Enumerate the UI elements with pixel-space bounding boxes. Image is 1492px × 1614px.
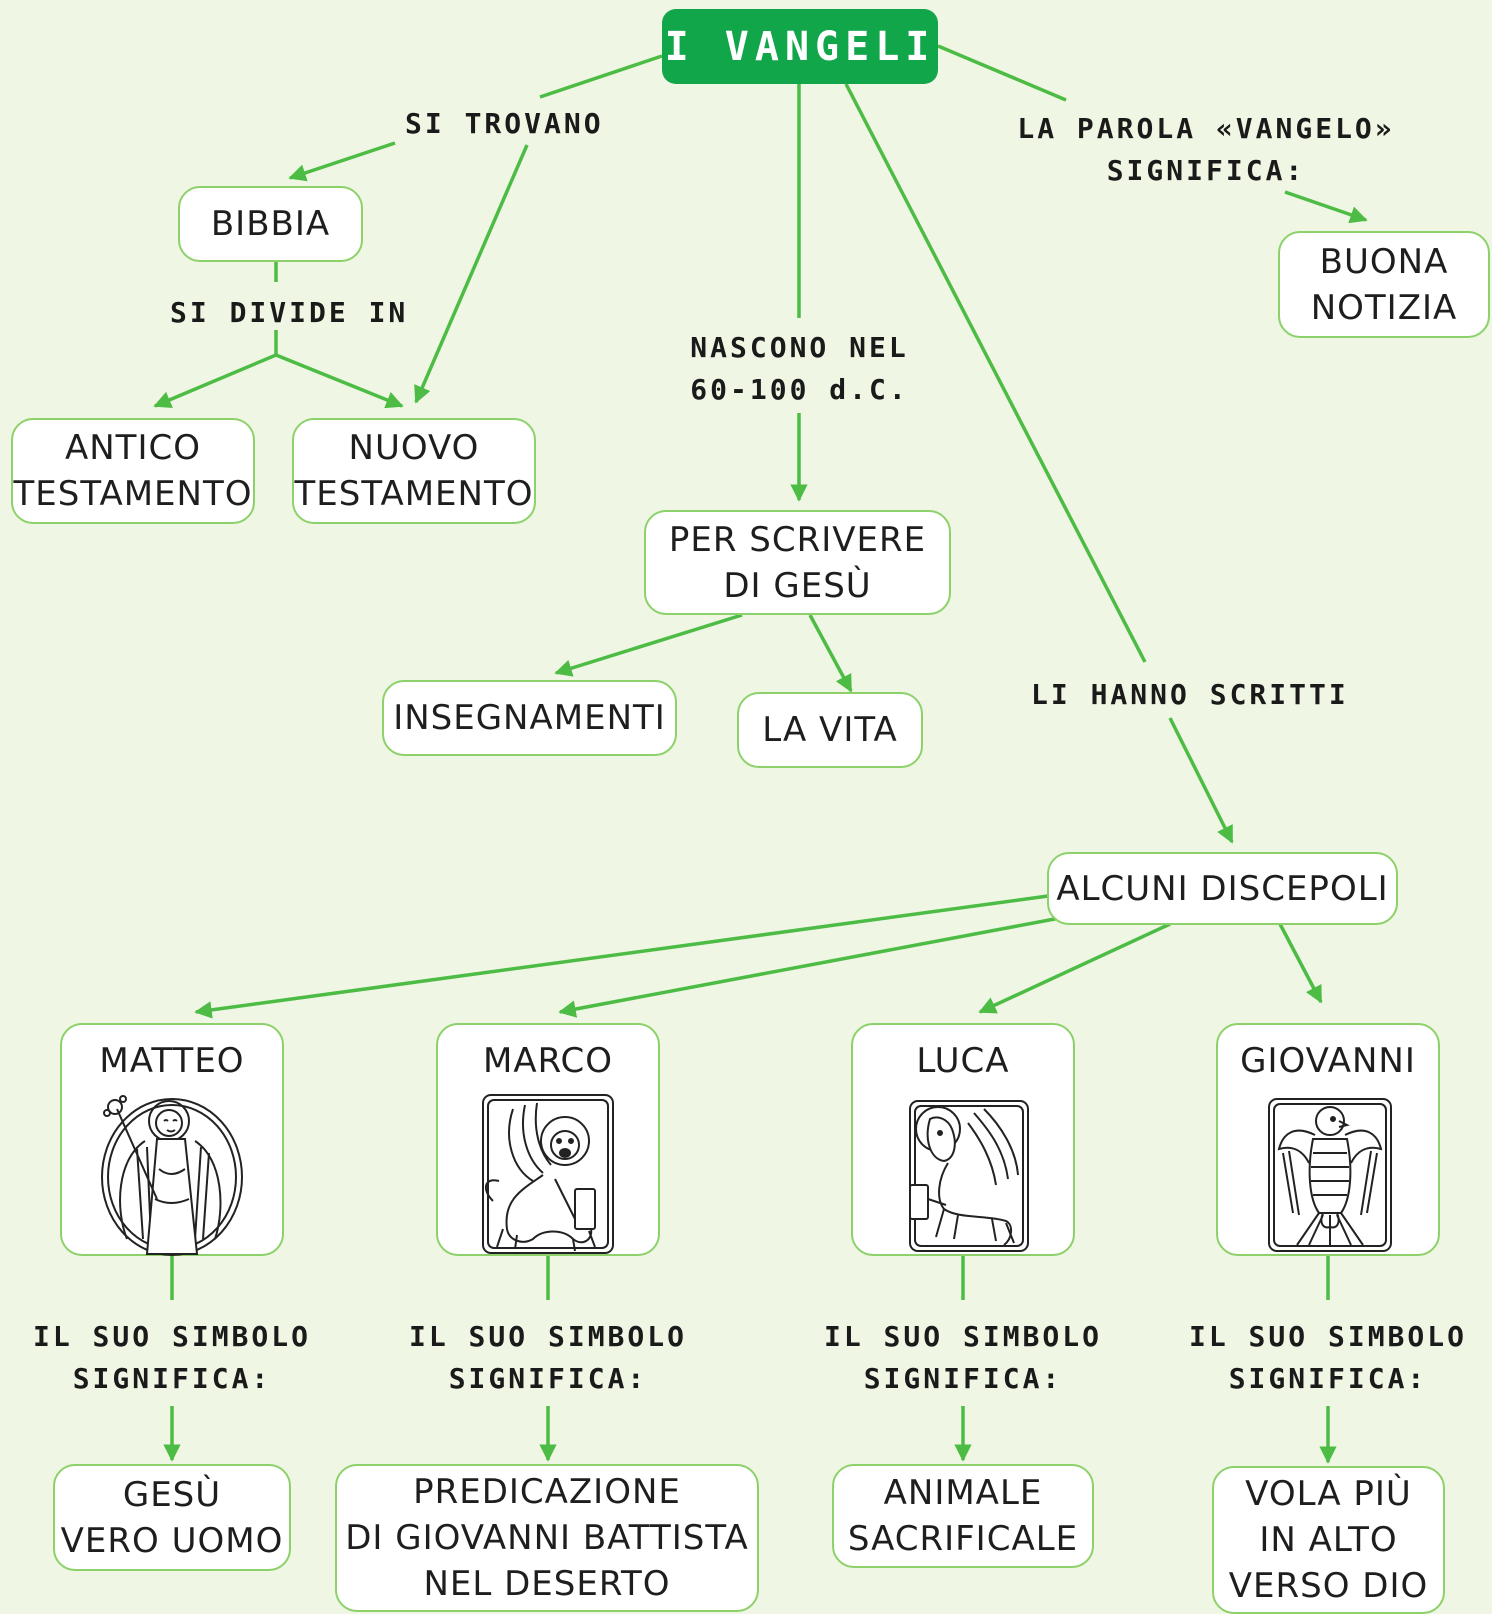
evangelist-name: GIOVANNI [1240,1041,1416,1081]
node-nuovo-testamento: NUOVO TESTAMENTO [292,418,536,524]
angel-icon [101,1095,243,1256]
label-li-hanno-scritti: LI HANNO SCRITTI [1031,678,1349,711]
label-simbolo-marco: IL SUO SIMBOLO SIGNIFICA: [408,1320,687,1395]
label-simbolo-luca: IL SUO SIMBOLO SIGNIFICA: [823,1320,1102,1395]
winged-ox-icon [909,1100,1029,1252]
label-simbolo-matteo: IL SUO SIMBOLO SIGNIFICA: [32,1320,311,1395]
evangelist-name: MARCO [482,1041,614,1081]
node-bibbia: BIBBIA [178,186,363,262]
meaning-marco: PREDICAZIONE DI GIOVANNI BATTISTA NEL DE… [335,1464,759,1612]
node-buona-notizia: BUONA NOTIZIA [1278,231,1490,338]
root-title: I VANGELI [662,9,938,84]
evangelist-card-matteo: MATTEO [60,1023,284,1256]
node-antico-testamento: ANTICO TESTAMENTO [11,418,255,524]
meaning-luca: ANIMALE SACRIFICALE [832,1464,1094,1568]
meaning-giovanni: VOLA PIÙ IN ALTO VERSO DIO [1212,1466,1445,1614]
evangelist-card-luca: LUCA [851,1023,1075,1256]
evangelist-name: MATTEO [99,1041,245,1081]
label-si-trovano: SI TROVANO [405,107,604,140]
evangelist-name: LUCA [916,1041,1010,1081]
label-nascono: NASCONO NEL 60-100 d.C. [690,331,909,406]
evangelist-card-marco: MARCO [436,1023,660,1256]
node-insegnamenti: INSEGNAMENTI [382,680,677,756]
node-alcuni-discepoli: ALCUNI DISCEPOLI [1047,852,1398,925]
label-parola-vangelo: LA PAROLA «VANGELO» SIGNIFICA: [1017,112,1395,187]
node-la-vita: LA VITA [737,692,923,768]
evangelist-card-giovanni: GIOVANNI [1216,1023,1440,1256]
winged-lion-icon [482,1094,614,1254]
meaning-matteo: GESÙ VERO UOMO [53,1464,291,1571]
label-si-divide-in: SI DIVIDE IN [170,296,409,329]
label-simbolo-giovanni: IL SUO SIMBOLO SIGNIFICA: [1188,1320,1467,1395]
eagle-icon [1268,1098,1392,1252]
node-per-scrivere-di-gesu: PER SCRIVERE DI GESÙ [644,510,951,615]
